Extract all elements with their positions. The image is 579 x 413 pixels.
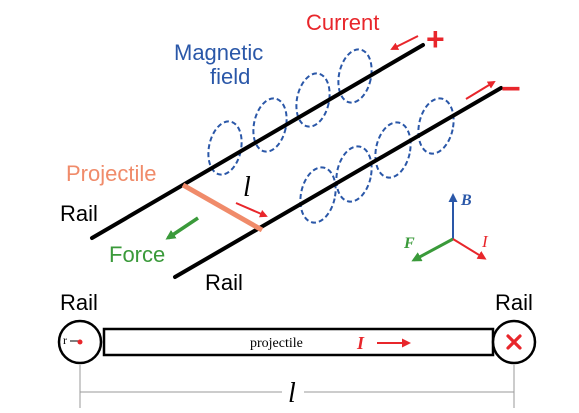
force-label: Force bbox=[109, 242, 165, 267]
length-dimension bbox=[79, 365, 515, 408]
field-loop bbox=[337, 48, 373, 104]
axis-i-arrow bbox=[452, 238, 487, 260]
field-loop bbox=[299, 166, 337, 224]
magnetic-field-label-line1: Magnetic bbox=[174, 40, 263, 65]
rail-label-upper: Rail bbox=[60, 201, 98, 226]
minus-sign: − bbox=[501, 70, 521, 108]
current-out-dot bbox=[77, 339, 83, 345]
field-loop bbox=[374, 121, 412, 179]
field-loop bbox=[252, 97, 288, 153]
magnetic-field-loops bbox=[207, 48, 455, 224]
projectile-label: Projectile bbox=[66, 161, 156, 186]
projectile-current-arrow bbox=[235, 202, 268, 218]
axis-f-label: F bbox=[403, 235, 415, 252]
rail-upper bbox=[90, 43, 425, 240]
current-arrow-lower bbox=[465, 80, 496, 100]
rail-label-bottom-left: Rail bbox=[60, 290, 98, 315]
current-label: Current bbox=[306, 10, 379, 35]
length-label-bottom: l bbox=[288, 378, 296, 409]
field-loop bbox=[335, 145, 373, 203]
current-i-label-bottom: I bbox=[356, 333, 365, 353]
force-arrow bbox=[165, 216, 199, 240]
projectile-bar bbox=[181, 182, 264, 233]
plus-sign: + bbox=[426, 21, 445, 57]
rail-label-lower: Rail bbox=[205, 270, 243, 295]
axis-triad: B F I bbox=[403, 192, 489, 262]
current-in-cross-icon bbox=[506, 334, 522, 350]
magnetic-field-label-line2: field bbox=[210, 64, 250, 89]
axis-i-label: I bbox=[481, 232, 489, 251]
current-arrow-top bbox=[390, 35, 419, 50]
length-label-top: l bbox=[243, 172, 251, 203]
projectile-label-bottom: projectile bbox=[250, 336, 303, 351]
projectile-cross-section bbox=[102, 327, 495, 357]
rail-lower bbox=[173, 86, 503, 279]
rail-label-bottom-right: Rail bbox=[495, 290, 533, 315]
field-loop bbox=[295, 72, 331, 128]
axis-b-label: B bbox=[460, 192, 472, 209]
radius-label: r bbox=[63, 333, 67, 347]
field-loop bbox=[417, 97, 455, 155]
axis-f-arrow bbox=[411, 237, 454, 262]
